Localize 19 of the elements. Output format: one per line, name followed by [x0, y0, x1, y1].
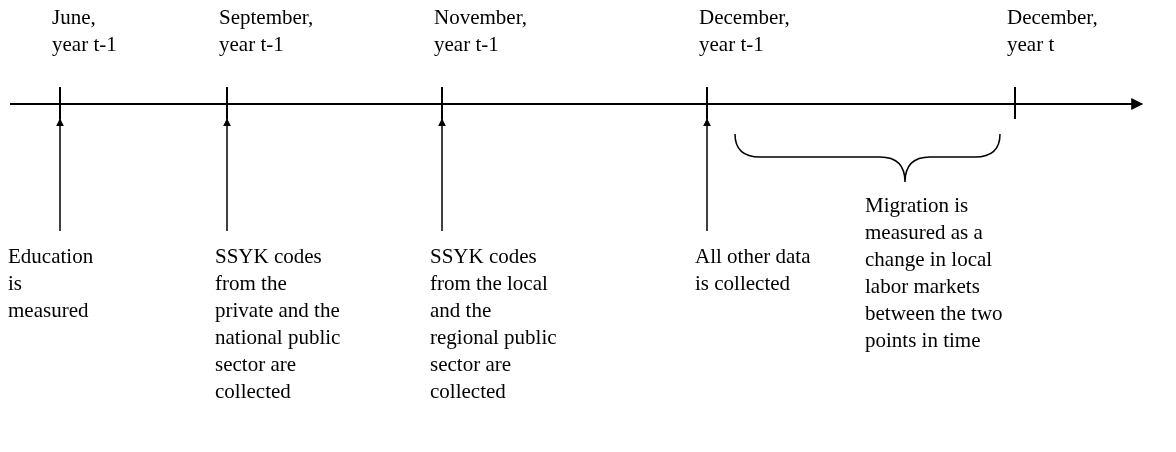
arrow [56, 118, 64, 232]
arrow [438, 118, 446, 232]
tick-mark [226, 87, 228, 119]
date-label: June, year t-1 [52, 4, 118, 58]
annotation-text: SSYK codes from the private and the national public sector are collected [215, 243, 343, 405]
tick-mark [1014, 87, 1016, 119]
tick-mark [441, 87, 443, 119]
arrow [703, 118, 711, 232]
date-label: September, year t-1 [219, 4, 315, 58]
tick-mark [59, 87, 61, 119]
annotation-text: Migration is measured as a change in local labor markets between the two points in time [865, 192, 1015, 354]
tick-mark [706, 87, 708, 119]
arrow [223, 118, 231, 232]
date-label: December, year t-1 [699, 4, 791, 58]
date-label: November, year t-1 [434, 4, 529, 58]
annotation-text: All other data is collected [695, 243, 820, 297]
annotation-text: Education is measured [8, 243, 103, 324]
annotation-text: SSYK codes from the local and the regional public sector are collected [430, 243, 558, 405]
date-label: December, year t [1007, 4, 1099, 58]
